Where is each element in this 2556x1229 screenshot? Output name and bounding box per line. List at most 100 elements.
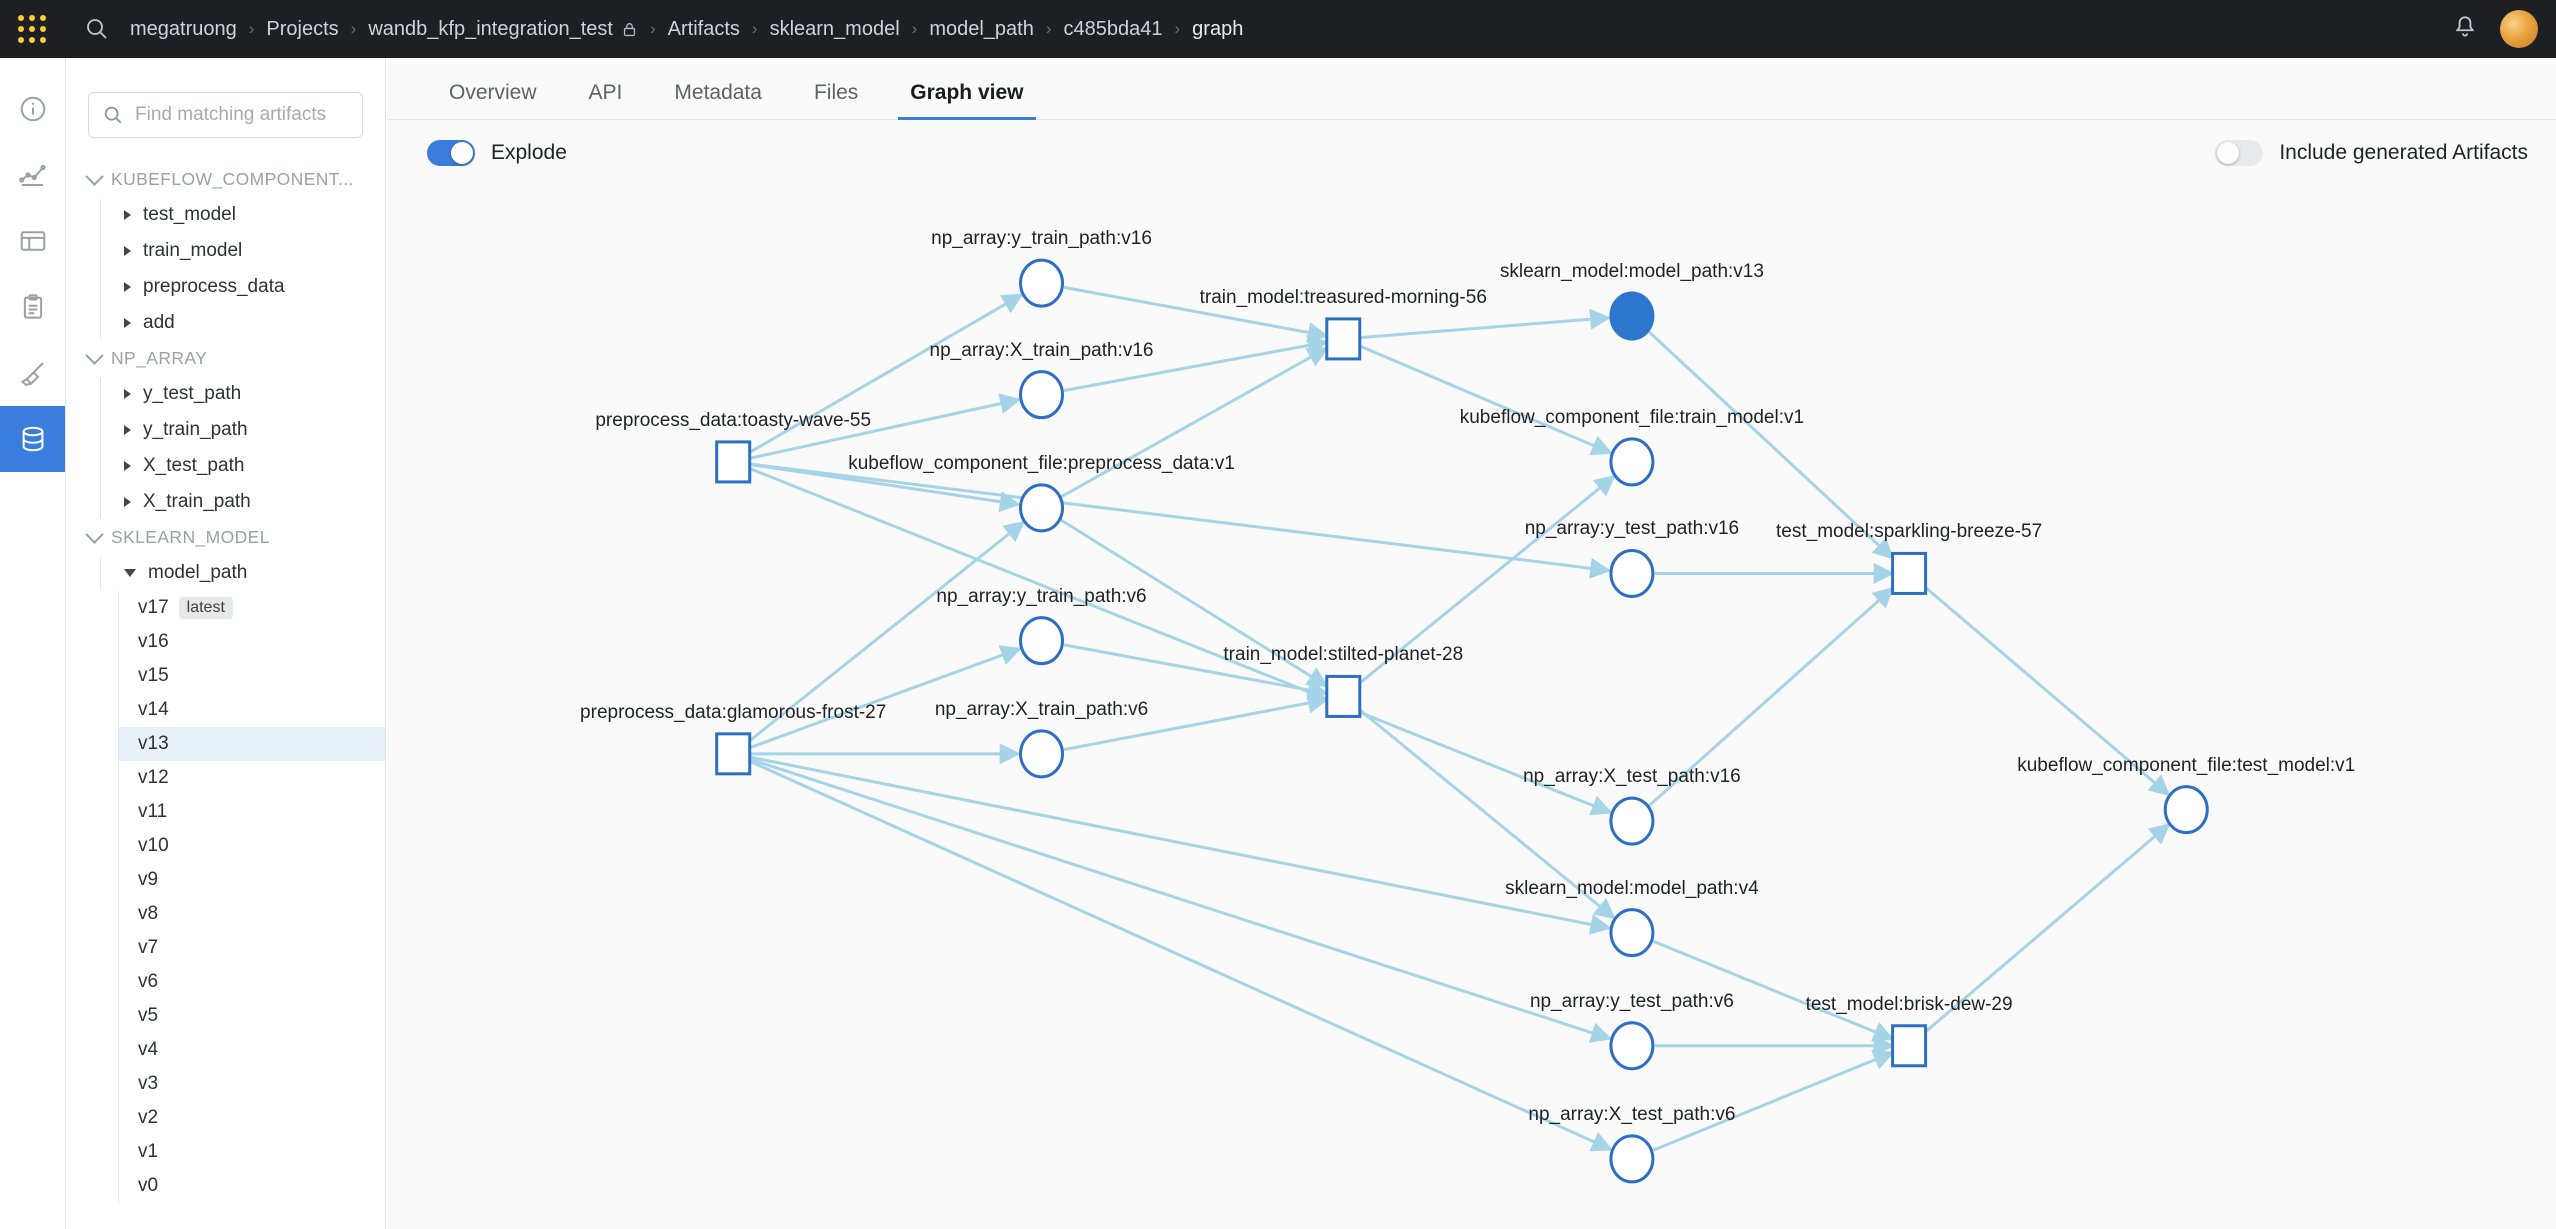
chevron-down-icon [85,346,104,365]
graph-edge [1060,518,1329,688]
graph-node-artifact[interactable] [1609,796,1655,846]
tab-api[interactable]: API [588,81,623,104]
artifacts-sidebar: KUBEFLOW_COMPONENT... test_modeltrain_mod… [66,58,386,1229]
search-input[interactable] [88,92,363,138]
sidebar-item-model_path[interactable]: model_path [118,555,385,591]
breadcrumb-item-3[interactable]: Artifacts [667,17,740,40]
sidebar-group-sklearn-model[interactable]: SKLEARN_MODEL [66,520,385,555]
sidebar-item-label: X_train_path [143,491,251,512]
graph-edge [1063,285,1329,343]
graph-node-run[interactable] [1325,674,1362,718]
tab-files[interactable]: Files [813,81,859,104]
breadcrumb-item-0[interactable]: megatruong [130,17,237,40]
graph-node-artifact[interactable] [1019,370,1065,420]
graph-edge [749,467,1613,816]
graph-node-run[interactable] [1891,1024,1928,1068]
version-item-v7[interactable]: v7 [118,931,385,965]
breadcrumb-item-6[interactable]: c485bda41 [1063,17,1163,40]
graph-node-artifact[interactable] [1609,437,1655,487]
version-item-v2[interactable]: v2 [118,1101,385,1135]
breadcrumb-item-2[interactable]: wandb_kfp_integration_test [368,18,638,41]
graph-node-artifact[interactable] [1609,1134,1655,1184]
graph-edge [749,393,1022,460]
version-item-v11[interactable]: v11 [118,795,385,829]
table-icon[interactable] [0,208,65,274]
sidebar-item-X_test_path[interactable]: X_test_path [118,448,385,484]
version-item-v13[interactable]: v13 [118,727,385,761]
breadcrumb-item-1[interactable]: Projects [266,17,339,40]
graph-node-artifact[interactable] [1019,729,1065,779]
breadcrumb-item-5[interactable]: model_path [929,17,1034,40]
database-icon[interactable] [0,406,65,472]
sidebar-item-y_test_path[interactable]: y_test_path [118,376,385,412]
version-label: v15 [138,665,169,686]
sidebar-group-np-array[interactable]: NP_ARRAY [66,341,385,376]
version-item-v5[interactable]: v5 [118,999,385,1033]
graph-node-run[interactable] [1891,551,1928,595]
version-item-v12[interactable]: v12 [118,761,385,795]
sidebar-item-add[interactable]: add [118,305,385,341]
version-label: v7 [138,937,159,958]
sidebar-group-kubeflow-component-[interactable]: KUBEFLOW_COMPONENT... [66,162,385,197]
sidebar-item-label: y_train_path [143,419,248,440]
search-icon[interactable] [64,16,130,42]
version-item-v14[interactable]: v14 [118,693,385,727]
graph-node-artifact[interactable] [1609,548,1655,598]
graph-edge [1359,344,1613,456]
sidebar-item-train_model[interactable]: train_model [118,233,385,269]
info-icon[interactable] [0,76,65,142]
version-item-v9[interactable]: v9 [118,863,385,897]
include-generated-artifacts-toggle[interactable] [2215,140,2264,166]
sidebar-item-X_train_path[interactable]: X_train_path [118,484,385,520]
breadcrumb-item-7[interactable]: graph [1192,17,1244,40]
tab-graph-view[interactable]: Graph view [884,81,1049,120]
tab-metadata[interactable]: Metadata [674,81,762,104]
graph-node-artifact[interactable] [1019,258,1065,308]
sidebar-item-test_model[interactable]: test_model [118,197,385,233]
graph-node-run[interactable] [715,732,752,776]
sidebar-item-y_train_path[interactable]: y_train_path [118,412,385,448]
app-grid-icon[interactable] [0,15,64,43]
bell-icon[interactable] [2452,14,2478,45]
explode-toggle[interactable] [427,140,475,166]
version-label: v5 [138,1005,159,1026]
version-item-v8[interactable]: v8 [118,897,385,931]
version-item-v16[interactable]: v16 [118,625,385,659]
version-item-v15[interactable]: v15 [118,659,385,693]
graph-node-artifact[interactable] [1019,616,1065,666]
triangle-right-icon [124,246,131,256]
graph-node-artifact[interactable] [1609,1021,1655,1071]
version-item-v10[interactable]: v10 [118,829,385,863]
graph-edge [749,755,1612,935]
version-item-v1[interactable]: v1 [118,1135,385,1169]
version-label: v17 [138,597,169,618]
graph-node-artifact[interactable] [1609,908,1655,958]
tab-overview[interactable]: Overview [449,81,537,104]
sidebar-group-label: KUBEFLOW_COMPONENT... [111,169,354,189]
breadcrumb-item-4[interactable]: sklearn_model [769,17,900,40]
graph-node-run[interactable] [1325,317,1362,361]
chevron-down-icon [85,167,104,186]
version-item-v3[interactable]: v3 [118,1067,385,1101]
top-bar-right [2452,0,2538,58]
version-label: v2 [138,1107,159,1128]
version-item-v6[interactable]: v6 [118,965,385,999]
version-item-v0[interactable]: v0 [118,1169,385,1203]
graph-node-run[interactable] [715,440,752,484]
avatar[interactable] [2500,10,2538,48]
graph-edge [749,645,1022,750]
graph-node-artifact[interactable] [2163,785,2209,835]
graph-node-artifact[interactable] [1019,483,1065,533]
breadcrumb-separator: › [649,19,656,38]
sidebar-group-label: SKLEARN_MODEL [111,527,270,547]
graph-edge [1063,335,1329,392]
clipboard-icon[interactable] [0,274,65,340]
version-item-v4[interactable]: v4 [118,1033,385,1067]
broom-icon[interactable] [0,340,65,406]
graph-node-artifact[interactable] [1609,291,1655,341]
sidebar-item-preprocess_data[interactable]: preprocess_data [118,269,385,305]
triangle-right-icon [124,282,131,292]
line-chart-icon[interactable] [0,142,65,208]
